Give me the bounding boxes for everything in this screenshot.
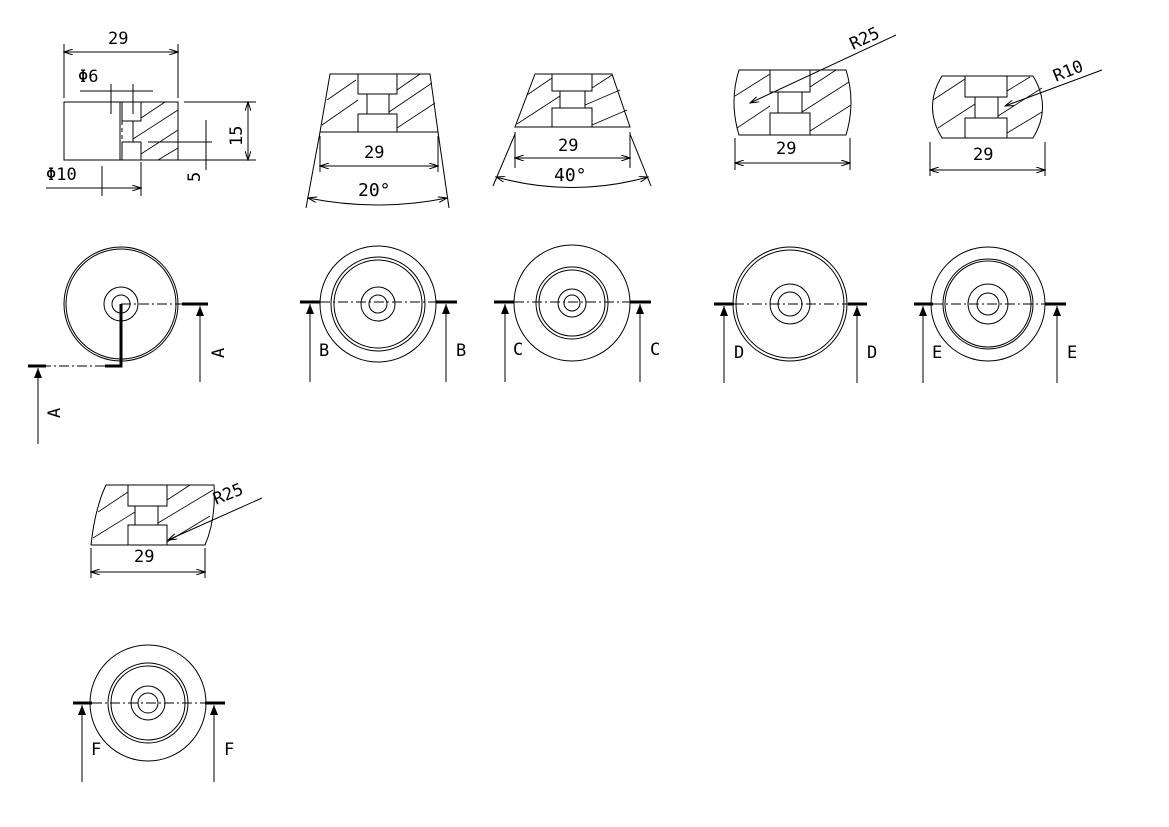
section-view-e: 29 R10	[930, 57, 1103, 176]
hatch	[516, 74, 628, 126]
dim-width: 29	[558, 136, 578, 156]
section-view-f: 29 R25	[91, 480, 263, 578]
dim-height: 15	[227, 126, 247, 146]
section-label-b: B	[456, 341, 466, 361]
section-label-a: A	[209, 348, 229, 358]
dim-angle: 20°	[358, 180, 391, 201]
section-view-d: 29 R25	[733, 23, 897, 170]
plan-view-b: B B	[300, 245, 466, 382]
dim-angle: 40°	[554, 165, 587, 186]
section-label-d: D	[734, 343, 744, 363]
dim-radius: R10	[1050, 57, 1086, 87]
plan-view-c: C C	[494, 244, 660, 382]
hatch	[321, 73, 436, 129]
section-label-e: E	[1067, 343, 1077, 363]
section-label-e: E	[932, 343, 942, 363]
section-label-c: C	[513, 340, 523, 360]
section-view-c: 29 40°	[492, 73, 652, 188]
section-label-c: C	[650, 340, 660, 360]
dim-width: 29	[108, 29, 128, 49]
section-view-b: 29 20°	[305, 73, 450, 209]
plan-view-a: A A	[28, 246, 229, 444]
dim-width: 29	[134, 547, 154, 567]
dim-width: 29	[973, 145, 993, 165]
dim-radius: R25	[847, 23, 883, 54]
dim-radius: R25	[210, 480, 246, 510]
dim-width: 29	[364, 143, 384, 163]
hatch	[734, 69, 852, 132]
dim-through-hole-diameter: Φ10	[46, 165, 77, 185]
dim-width: 29	[776, 139, 796, 159]
section-label-b: B	[319, 341, 329, 361]
plan-view-f: F F	[73, 644, 234, 782]
section-label-d: D	[867, 343, 877, 363]
dim-counterbore-diameter: Φ6	[78, 67, 98, 87]
section-view-a: 29 Φ6 15 5 Φ10	[46, 29, 256, 196]
section-label-f: F	[224, 740, 234, 760]
plan-view-e: E E	[914, 246, 1077, 383]
plan-view-d: D D	[714, 246, 877, 383]
hatch	[932, 76, 1043, 134]
dim-depth: 5	[185, 172, 205, 182]
section-label-f: F	[91, 740, 101, 760]
hatch	[92, 484, 214, 543]
section-label-a: A	[45, 408, 65, 418]
hatch	[132, 101, 179, 161]
